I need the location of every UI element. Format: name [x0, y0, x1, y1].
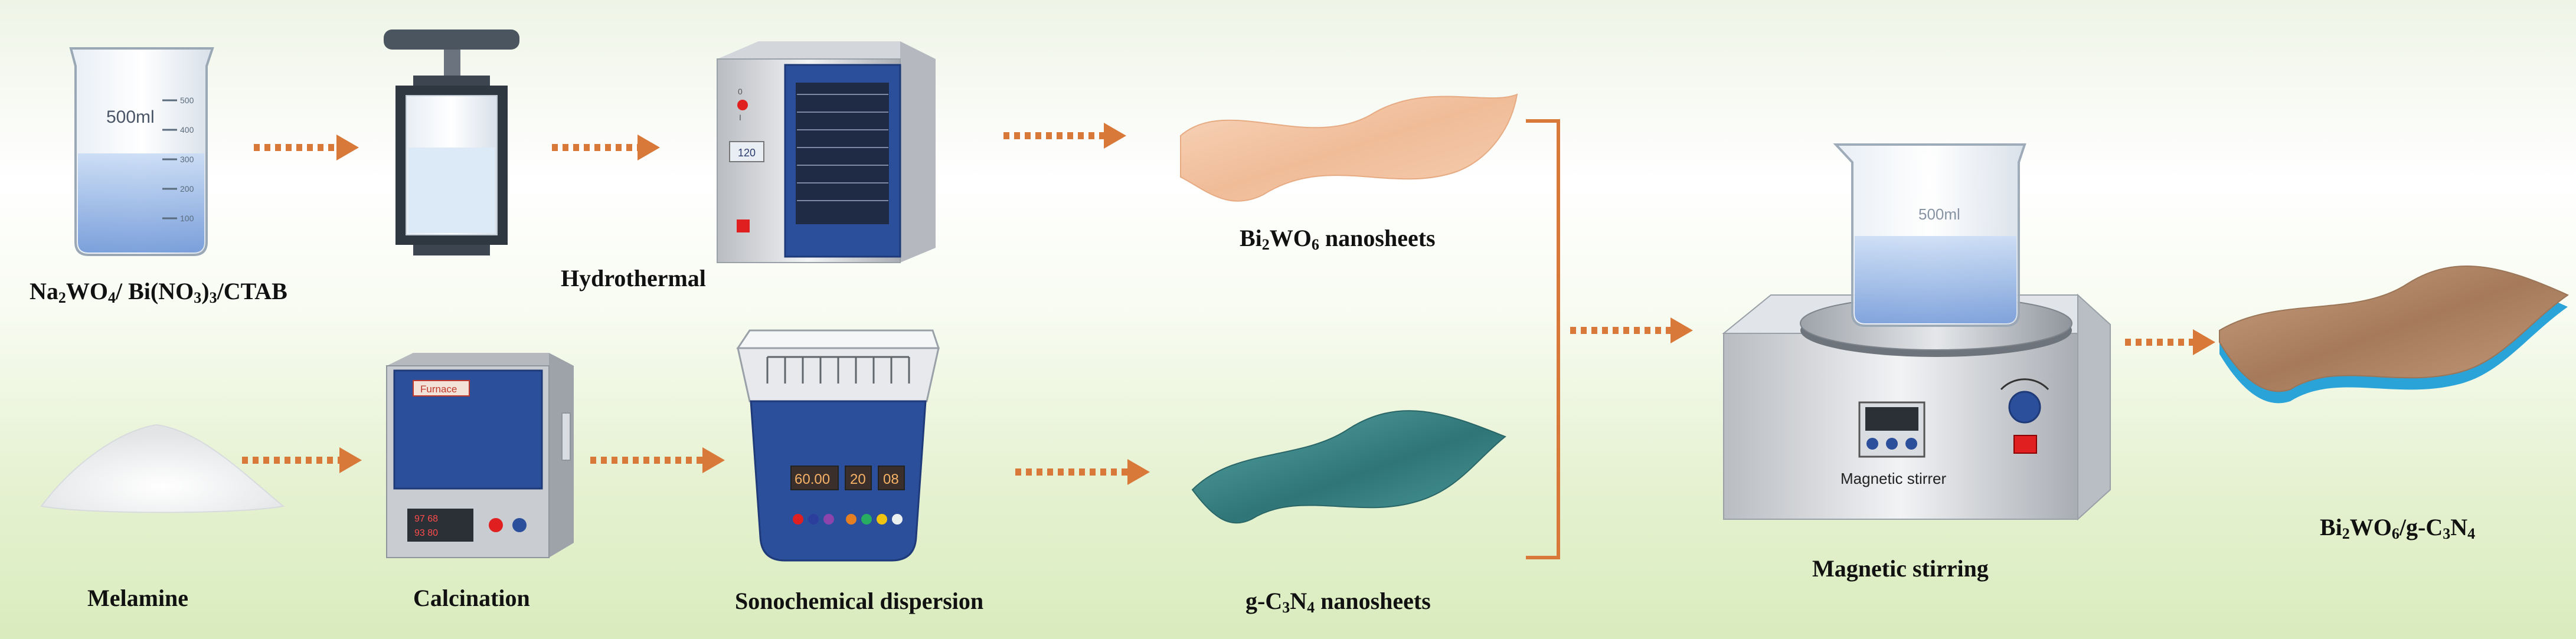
magnetic-stirrer-icon: 500ml Magnetic stirrer — [1722, 143, 2111, 521]
arrow-stirrer-to-product — [2125, 329, 2215, 355]
furnace-display-2: 93 80 — [414, 528, 438, 538]
merge-bracket — [1526, 119, 1560, 559]
bi2wo6-nanosheet-icon — [1180, 93, 1518, 202]
oven-knob-mark-1: I — [739, 113, 741, 122]
arrow-autoclave-to-oven — [552, 135, 660, 160]
bi2wo6-label: Bi2WO6 nanosheets — [1240, 225, 1436, 253]
autoclave-icon — [384, 30, 519, 255]
stirrer-beaker-volume: 500ml — [1918, 205, 1960, 223]
product-label: Bi2WO6/g-C3N4 — [2320, 514, 2476, 542]
stirrer-label: Magnetic stirrer — [1841, 470, 1946, 487]
process-arrows — [242, 123, 2215, 485]
beaker-tick-200: 200 — [180, 184, 194, 194]
calcination-label: Calcination — [413, 585, 530, 611]
beaker-tick-400: 400 — [180, 125, 194, 135]
precursor-beaker-icon: 500ml 500 400 300 200 100 — [69, 47, 214, 256]
melamine-powder-icon — [40, 424, 285, 513]
precursors-label: Na2WO4/ Bi(NO3)3/CTAB — [30, 278, 287, 306]
beaker-volume-label: 500ml — [106, 107, 155, 127]
hydrothermal-label: Hydrothermal — [561, 265, 706, 291]
beaker-tick-500: 500 — [180, 96, 194, 105]
product-composite-sheet-icon — [2219, 266, 2569, 404]
sonicator-display-time: 60.00 — [795, 471, 830, 487]
sonicator-display-3: 08 — [883, 471, 899, 487]
magnetic-stirring-label: Magnetic stirring — [1812, 555, 1989, 582]
hydrothermal-oven-icon: 0 I 120 — [717, 41, 936, 263]
furnace-label: Furnace — [420, 384, 457, 395]
arrow-melamine-to-furnace — [242, 447, 362, 473]
gc3n4-label: g-C3N4 nanosheets — [1245, 588, 1431, 616]
sonochemical-label: Sonochemical dispersion — [735, 588, 984, 614]
gc3n4-nanosheet-icon — [1191, 410, 1506, 524]
furnace-display-1: 97 68 — [414, 514, 438, 524]
oven-display: 120 — [738, 147, 756, 159]
arrow-oven-to-bi2wo6 — [1003, 123, 1126, 149]
arrow-beaker-to-autoclave — [254, 135, 359, 160]
beaker-tick-100: 100 — [180, 214, 194, 223]
oven-knob-mark-0: 0 — [738, 87, 743, 96]
arrow-merge-to-stirrer — [1570, 317, 1693, 343]
ultrasonic-bath-icon: 60.00 20 08 — [736, 329, 940, 562]
arrow-furnace-to-sonicator — [590, 447, 725, 473]
muffle-furnace-icon: Furnace 97 68 93 80 — [386, 353, 574, 558]
sonicator-display-2: 20 — [850, 471, 866, 487]
arrow-sonicator-to-gc3n4 — [1015, 459, 1150, 485]
beaker-tick-300: 300 — [180, 155, 194, 164]
melamine-label: Melamine — [87, 585, 189, 611]
